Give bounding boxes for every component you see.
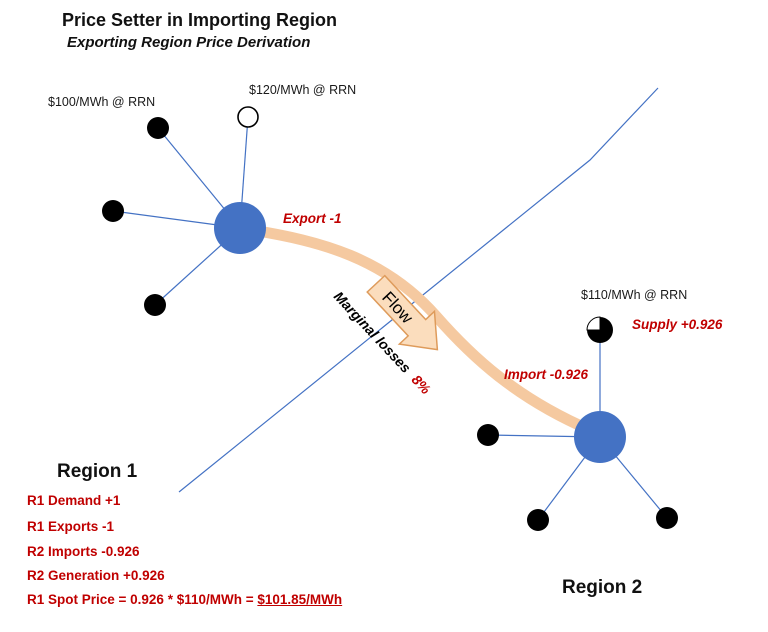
region1-hub xyxy=(214,202,266,254)
region1-node xyxy=(144,294,166,316)
node100-price-label: $100/MWh @ RRN xyxy=(48,95,156,109)
region1-heading: Region 1 xyxy=(57,461,138,482)
region2-node xyxy=(477,424,499,446)
page-title: Price Setter in Importing Region xyxy=(62,10,338,30)
calc-line-demand: R1 Demand +1 xyxy=(27,493,121,508)
calc-line-imports: R2 Imports -0.926 xyxy=(27,544,140,559)
region1-node xyxy=(102,200,124,222)
pie-node-wedge xyxy=(586,316,601,331)
marginal-losses-pct: 8% xyxy=(409,371,435,397)
node110-price-label: $110/MWh @ RRN xyxy=(581,288,688,302)
region2-node xyxy=(527,509,549,531)
node120-price-label: $120/MWh @ RRN xyxy=(249,83,357,97)
page-subtitle: Exporting Region Price Derivation xyxy=(67,34,311,51)
spot-price-value: $101.85/MWh xyxy=(257,592,343,607)
region1-node-100 xyxy=(147,117,169,139)
calc-line-exports: R1 Exports -1 xyxy=(27,519,115,534)
region2-heading: Region 2 xyxy=(562,577,643,598)
import-label: Import -0.926 xyxy=(504,367,589,382)
export-label: Export -1 xyxy=(283,211,342,226)
region2-node-110-pie xyxy=(586,316,613,343)
region-boundary-line xyxy=(178,87,659,493)
region2-hub xyxy=(574,411,626,463)
spot-price-prefix: R1 Spot Price = 0.926 * $110/MWh = xyxy=(27,592,258,607)
region1-node-120-open xyxy=(237,106,259,128)
calc-line-spot-price: R1 Spot Price = 0.926 * $110/MWh = $101.… xyxy=(27,592,342,607)
flow-path xyxy=(246,224,596,436)
flow-arrow-shape xyxy=(366,274,439,351)
calc-line-generation: R2 Generation +0.926 xyxy=(27,568,165,583)
supply-label: Supply +0.926 xyxy=(632,317,723,332)
region2-node xyxy=(656,507,678,529)
